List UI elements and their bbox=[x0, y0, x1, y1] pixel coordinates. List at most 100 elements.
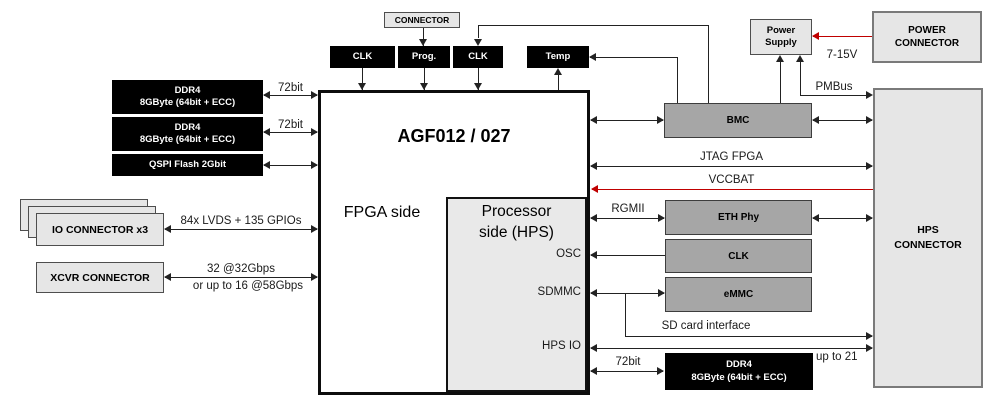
io-connector-box: IO CONNECTOR x3 bbox=[36, 213, 164, 246]
ddr4-top-line1: DDR4 bbox=[174, 84, 201, 96]
processor-line1: Processor bbox=[481, 203, 552, 220]
arrowhead bbox=[812, 214, 819, 222]
line-ddr4-top bbox=[264, 95, 317, 96]
line-clk-left-drop bbox=[362, 68, 363, 90]
arrowhead bbox=[657, 116, 664, 124]
arrowhead-red bbox=[812, 32, 819, 40]
xcvr-connector-box: XCVR CONNECTOR bbox=[36, 262, 164, 293]
hps-connector-line1: HPS bbox=[917, 224, 939, 237]
qspi-label: QSPI Flash 2Gbit bbox=[148, 158, 227, 170]
label-io-bus: 84x LVDS + 135 GPIOs bbox=[180, 215, 302, 227]
label-power-in: 7-15V bbox=[826, 49, 858, 61]
fpga-title: AGF012 / 027 bbox=[397, 126, 511, 146]
arrowhead bbox=[590, 214, 597, 222]
label-xcvr-rate-2: or up to 16 @58Gbps bbox=[192, 280, 304, 292]
arrowhead bbox=[866, 214, 873, 222]
arrowhead bbox=[358, 83, 366, 90]
arrowhead bbox=[590, 367, 597, 375]
clk-left-box: CLK bbox=[330, 46, 395, 68]
connector-top-label: CONNECTOR bbox=[394, 15, 450, 25]
temp-box: Temp bbox=[527, 46, 589, 68]
arrowhead bbox=[590, 116, 597, 124]
line-bmc-temp-v bbox=[677, 57, 678, 103]
arrowhead bbox=[474, 39, 482, 46]
arrowhead bbox=[311, 225, 318, 233]
line-bmc-clk-h bbox=[478, 25, 708, 26]
label-pmbus: PMBus bbox=[815, 81, 853, 93]
processor-line2: side (HPS) bbox=[479, 223, 554, 241]
emmc-box: eMMC bbox=[665, 277, 812, 312]
line-pmbus-h bbox=[800, 95, 866, 96]
label-ddr4-hps-bus: 72bit bbox=[615, 356, 641, 368]
arrowhead bbox=[263, 161, 270, 169]
processor-side-label: Processor side (HPS) bbox=[448, 202, 585, 244]
line-ddr4-hps bbox=[591, 371, 663, 372]
line-bmc-ps bbox=[780, 58, 781, 103]
label-up-to-21: up to 21 bbox=[816, 351, 858, 363]
arrowhead bbox=[311, 273, 318, 281]
arrowhead bbox=[866, 344, 873, 352]
temp-label: Temp bbox=[545, 50, 571, 62]
clk-right-label: CLK bbox=[468, 50, 488, 62]
arrowhead bbox=[164, 225, 171, 233]
line-osc bbox=[591, 255, 665, 256]
line-fpga-bmc bbox=[591, 120, 663, 121]
clk-right-box: CLK bbox=[453, 46, 503, 68]
xcvr-connector-label: XCVR CONNECTOR bbox=[50, 271, 150, 284]
arrowhead bbox=[474, 83, 482, 90]
arrowhead bbox=[420, 83, 428, 90]
line-sdcard-v bbox=[625, 293, 626, 336]
power-supply-line1: Power bbox=[766, 25, 796, 37]
eth-phy-box: ETH Phy bbox=[665, 200, 812, 235]
label-xcvr-rate-1: 32 @32Gbps bbox=[207, 263, 275, 275]
ddr4-mid-line2: 8GByte (64bit + ECC) bbox=[139, 134, 236, 145]
power-connector-box: POWER CONNECTOR bbox=[872, 11, 982, 63]
power-connector-line2: CONNECTOR bbox=[894, 38, 960, 49]
port-sdmmc: SDMMC bbox=[537, 286, 581, 298]
prog-box: Prog. bbox=[398, 46, 450, 68]
line-fpga-temp bbox=[558, 70, 559, 90]
port-hps-io: HPS IO bbox=[542, 340, 581, 352]
arrowhead bbox=[866, 332, 873, 340]
arrowhead bbox=[589, 53, 596, 61]
arrowhead bbox=[657, 367, 664, 375]
line-clk-right-drop bbox=[478, 68, 479, 90]
arrowhead bbox=[263, 91, 270, 99]
ddr4-hps-line2: 8GByte (64bit + ECC) bbox=[691, 371, 787, 383]
hps-connector-box: HPS CONNECTOR bbox=[873, 88, 983, 388]
arrowhead bbox=[866, 91, 873, 99]
arrowhead bbox=[658, 214, 665, 222]
line-hps-io bbox=[591, 348, 872, 349]
arrowhead bbox=[866, 162, 873, 170]
line-pmbus-v bbox=[800, 58, 801, 95]
clk-left-label: CLK bbox=[352, 50, 373, 62]
ddr4-top-line2: 8GByte (64bit + ECC) bbox=[139, 97, 236, 108]
arrowhead bbox=[812, 116, 819, 124]
line-connector-prog bbox=[423, 28, 424, 46]
line-ddr4-mid bbox=[264, 132, 317, 133]
label-rgmii: RGMII bbox=[611, 203, 645, 215]
line-rgmii bbox=[591, 218, 664, 219]
ddr4-hps-line1: DDR4 bbox=[726, 359, 752, 371]
qspi-box: QSPI Flash 2Gbit bbox=[112, 154, 263, 176]
line-jtag bbox=[591, 166, 872, 167]
label-ddr4-top-bus: 72bit bbox=[278, 82, 303, 94]
arrowhead bbox=[590, 289, 597, 297]
arrowhead bbox=[590, 162, 597, 170]
arrowhead bbox=[311, 128, 318, 136]
line-sdcard-h bbox=[625, 336, 872, 337]
power-supply-box: Power Supply bbox=[750, 19, 812, 55]
line-prog-drop bbox=[424, 68, 425, 90]
line-bmc-hpsconn bbox=[813, 120, 872, 121]
arrowhead bbox=[796, 55, 804, 62]
arrowhead-red bbox=[591, 185, 598, 193]
ddr4-mid-line1: DDR4 bbox=[174, 121, 201, 133]
line-power-in bbox=[813, 36, 872, 37]
connector-top-box: CONNECTOR bbox=[384, 12, 460, 28]
ddr4-mid-box: DDR4 8GByte (64bit + ECC) bbox=[112, 117, 263, 151]
arrowhead bbox=[776, 55, 784, 62]
line-bmc-temp-h bbox=[590, 57, 677, 58]
line-sdmmc bbox=[591, 293, 664, 294]
line-xcvr bbox=[165, 277, 317, 278]
